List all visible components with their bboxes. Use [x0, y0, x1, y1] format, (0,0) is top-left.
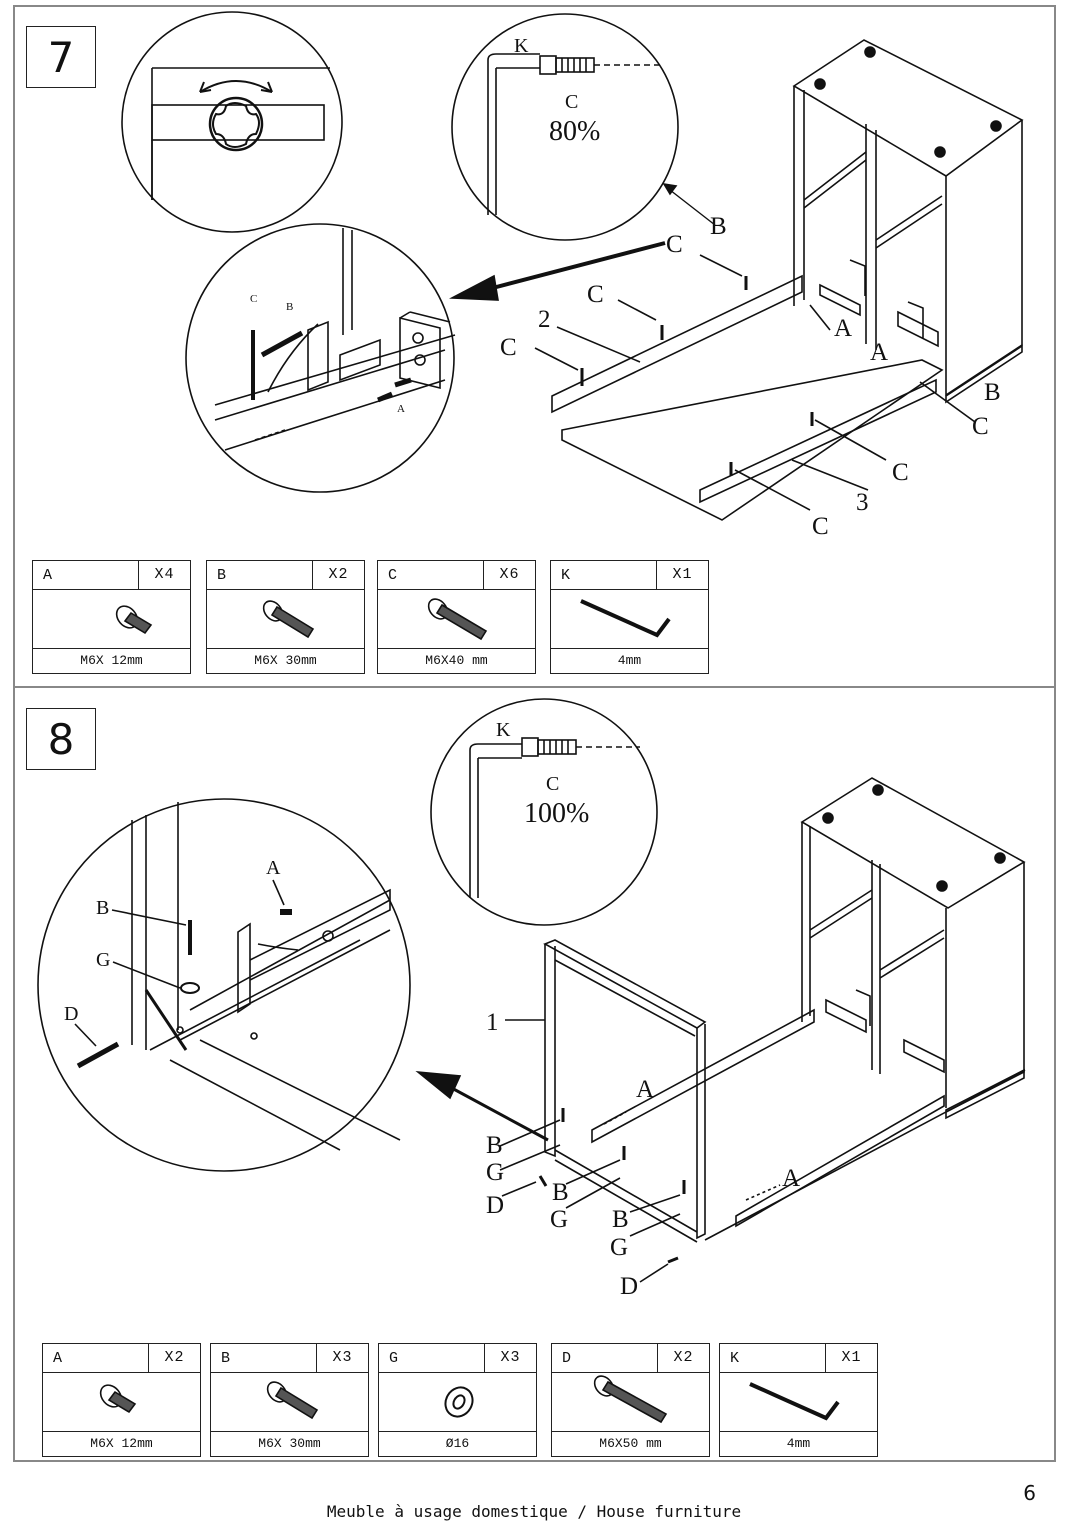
label-d: D [620, 1274, 638, 1299]
part-card-k: K X1 4mm [719, 1343, 878, 1457]
step-8-illustration [0, 0, 1068, 1470]
part-qty: X3 [316, 1344, 368, 1372]
allen-key-icon [720, 1372, 879, 1434]
part-qty: X3 [484, 1344, 536, 1372]
label-panel-1: 1 [486, 1010, 499, 1035]
part-qty: X1 [825, 1344, 877, 1372]
callout-screw-label: C [546, 774, 559, 794]
label-g: G [610, 1235, 628, 1260]
long-bolt-icon [552, 1372, 711, 1434]
label-g: G [486, 1160, 504, 1185]
bracket-detail-circle [38, 799, 410, 1171]
footer-text: Meuble à usage domestique / House furnit… [0, 1502, 1068, 1521]
part-code: K [730, 1350, 739, 1367]
part-size: M6X50 mm [552, 1431, 709, 1456]
part-size: 4mm [720, 1431, 877, 1456]
part-card-a: A X2 M6X 12mm [42, 1343, 201, 1457]
tightness-percent: 100% [524, 800, 589, 828]
part-qty: X2 [148, 1344, 200, 1372]
part-card-b: B X3 M6X 30mm [210, 1343, 369, 1457]
short-bolt-icon [43, 1372, 202, 1434]
washer-icon [379, 1372, 538, 1434]
detail-label-a: A [266, 858, 280, 878]
part-code: B [221, 1350, 230, 1367]
part-size: M6X 30mm [211, 1431, 368, 1456]
detail-label-b: B [96, 898, 109, 918]
detail-label-g: G [96, 950, 110, 970]
part-card-d: D X2 M6X50 mm [551, 1343, 710, 1457]
label-g: G [550, 1207, 568, 1232]
part-card-g: G X3 Ø16 [378, 1343, 537, 1457]
part-qty: X2 [657, 1344, 709, 1372]
label-b: B [612, 1207, 629, 1232]
label-a: A [636, 1077, 654, 1102]
part-code: A [53, 1350, 62, 1367]
part-code: G [389, 1350, 398, 1367]
callout-tool-label: K [496, 720, 510, 740]
medium-bolt-icon [211, 1372, 370, 1434]
part-size: M6X 12mm [43, 1431, 200, 1456]
label-d: D [486, 1193, 504, 1218]
label-a: A [782, 1166, 800, 1191]
detail-label-d: D [64, 1004, 78, 1024]
label-b: B [552, 1180, 569, 1205]
label-b: B [486, 1133, 503, 1158]
part-code: D [562, 1350, 571, 1367]
part-size: Ø16 [379, 1431, 536, 1456]
